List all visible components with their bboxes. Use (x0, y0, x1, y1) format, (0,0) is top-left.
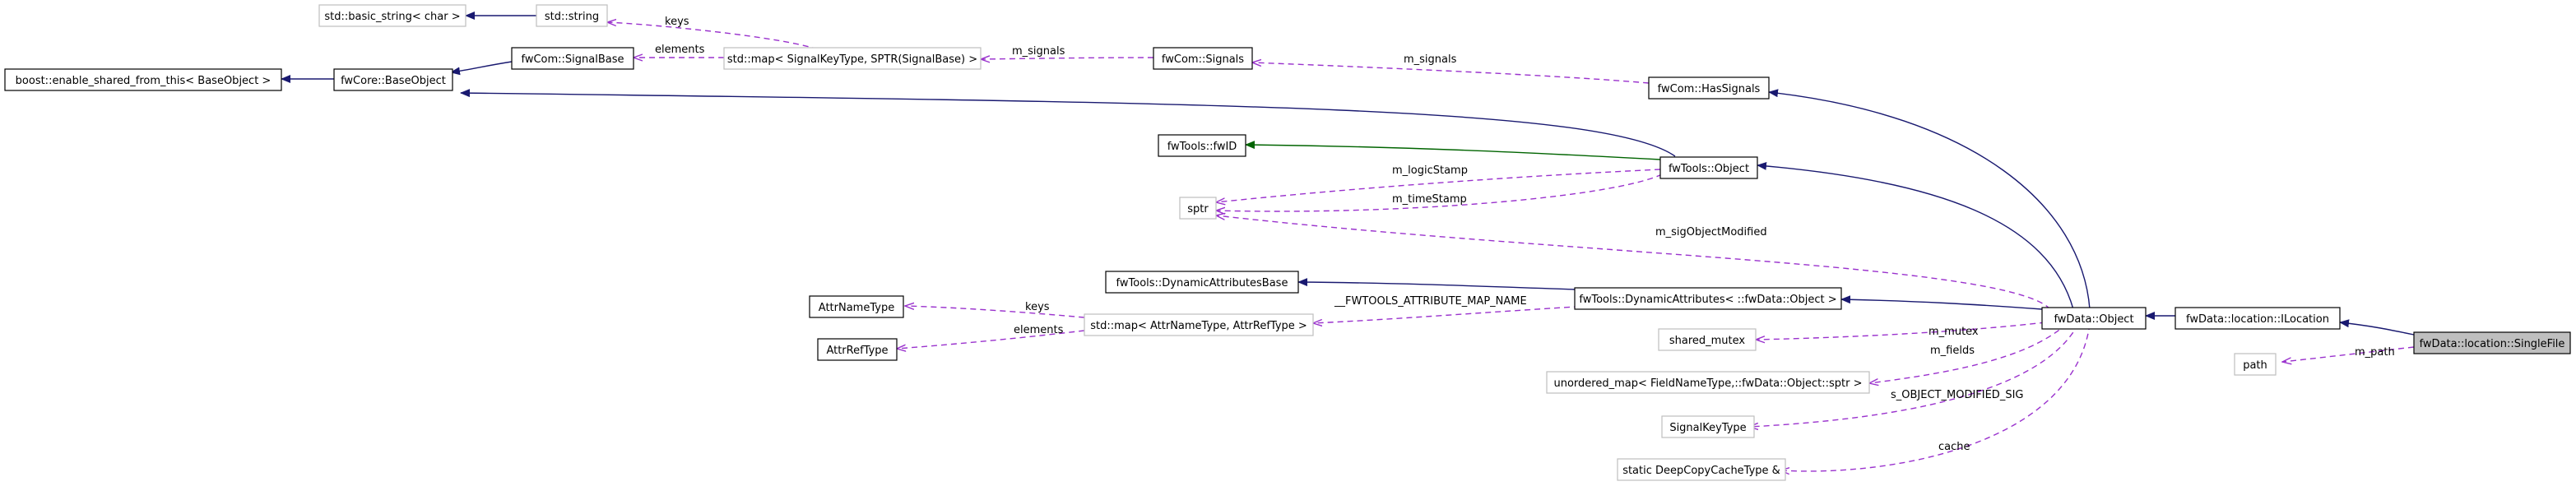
node-signals-label: fwCom::Signals (1162, 53, 1244, 66)
edges (281, 12, 2415, 471)
node-attr-name-type-label: AttrNameType (819, 302, 894, 314)
edge-label-elements-bottom: elements (1014, 324, 1064, 336)
edge-dataobject-to-hassignals (1768, 89, 2091, 310)
edge-label-m-path: m_path (2355, 346, 2395, 359)
node-base-object[interactable]: fwCore::BaseObject (333, 68, 453, 91)
edge-label-s-object-modified-sig: s_OBJECT_MODIFIED_SIG (1891, 389, 2023, 401)
edge-signalbase-to-baseobject (450, 61, 513, 76)
edge-label-m-logicstamp: m_logicStamp (1392, 164, 1468, 177)
edge-label-keys-bottom: keys (1025, 301, 1050, 313)
node-signal-key-type[interactable]: SignalKeyType (1661, 415, 1755, 438)
edge-label-m-signals-1: m_signals (1012, 45, 1065, 58)
edge-dataobject-sigobjectmodified-to-sptr (1216, 215, 2051, 310)
node-data-object-label: fwData::Object (2054, 313, 2133, 326)
node-unordered-map-label: unordered_map< FieldNameType,::fwData::O… (1554, 377, 1863, 390)
node-fwid[interactable]: fwTools::fwID (1158, 134, 1246, 157)
node-tools-object[interactable]: fwTools::Object (1659, 156, 1758, 179)
node-dyn-base-label: fwTools::DynamicAttributesBase (1116, 277, 1288, 289)
edge-label-m-mutex: m_mutex (1929, 326, 1979, 338)
edge-attrmap-keys-to-attrnametype (905, 306, 1085, 318)
edge-toolsobject-timestamp-to-sptr (1216, 174, 1663, 211)
edge-attrmap-elements-to-attrreftype (897, 330, 1085, 349)
node-path[interactable]: path (2234, 353, 2277, 376)
edge-dataobject-mutex-to-sharedmutex (1756, 322, 2046, 340)
node-signal-key-type-label: SignalKeyType (1669, 422, 1746, 434)
node-signal-base[interactable]: fwCom::SignalBase (511, 47, 634, 70)
edge-toolsobject-logicstamp-to-sptr (1216, 169, 1661, 202)
edge-label-m-sigobjectmodified: m_sigObjectModified (1655, 226, 1767, 238)
node-deep-copy-cache[interactable]: static DeepCopyCacheType & (1617, 458, 1786, 481)
node-enable-shared[interactable]: boost::enable_shared_from_this< BaseObje… (4, 68, 282, 91)
node-enable-shared-label: boost::enable_shared_from_this< BaseObje… (16, 75, 272, 87)
node-signal-map-label: std::map< SignalKeyType, SPTR(SignalBase… (727, 53, 977, 66)
node-signal-base-label: fwCom::SignalBase (521, 53, 624, 66)
node-dyn-attrs-label: fwTools::DynamicAttributes< ::fwData::Ob… (1579, 294, 1836, 306)
node-deep-copy-cache-label: static DeepCopyCacheType & (1622, 465, 1780, 477)
node-tools-object-label: fwTools::Object (1669, 163, 1749, 175)
edge-singlefile-path-to-path (2282, 346, 2415, 362)
node-basic-string[interactable]: std::basic_string< char > (318, 4, 466, 27)
edge-label-cache: cache (1938, 441, 1970, 453)
edge-dataobject-fields-to-unorderedmap (1869, 323, 2068, 383)
node-signal-map[interactable]: std::map< SignalKeyType, SPTR(SignalBase… (723, 47, 982, 70)
edge-dataobject-to-dyn-attrs (1840, 295, 2043, 310)
edge-label-fwtools-attr-map: __FWTOOLS_ATTRIBUTE_MAP_NAME (1334, 295, 1527, 308)
node-std-string[interactable]: std::string (536, 4, 608, 27)
edge-dynattrs-to-attrmap (1313, 305, 1590, 323)
node-data-object[interactable]: fwData::Object (2041, 307, 2147, 330)
node-fwid-label: fwTools::fwID (1167, 141, 1237, 153)
edge-dataobject-cache-to-deepcopy (1780, 323, 2091, 471)
node-attr-ref-type[interactable]: AttrRefType (817, 338, 898, 361)
edge-toolsobject-to-baseobject (460, 89, 1676, 157)
edge-labels: keys elements m_signals m_signals m_logi… (655, 16, 2395, 453)
edge-dataobject-sig-to-signalkeytype (1749, 323, 2079, 427)
node-attr-name-type[interactable]: AttrNameType (809, 295, 904, 318)
node-basic-string-label: std::basic_string< char > (324, 11, 460, 23)
node-sptr-label: sptr (1187, 203, 1209, 215)
edge-label-m-timestamp: m_timeStamp (1392, 193, 1467, 206)
node-signals[interactable]: fwCom::Signals (1153, 47, 1253, 70)
node-attr-map[interactable]: std::map< AttrNameType, AttrRefType > (1084, 313, 1314, 336)
node-shared-mutex-label: shared_mutex (1669, 335, 1746, 347)
node-dyn-base[interactable]: fwTools::DynamicAttributesBase (1105, 271, 1299, 294)
edge-label-elements-top: elements (655, 44, 705, 56)
edge-signalmap-keys-to-string (607, 22, 819, 50)
nodes: std::basic_string< char > std::string bo… (4, 4, 2571, 481)
edge-label-keys-top: keys (665, 16, 689, 28)
node-has-signals[interactable]: fwCom::HasSignals (1648, 76, 1770, 100)
node-single-file[interactable]: fwData::location::SingleFile (2413, 331, 2571, 354)
node-ilocation-label: fwData::location::ILocation (2186, 313, 2329, 326)
node-has-signals-label: fwCom::HasSignals (1658, 83, 1761, 95)
node-attr-ref-type-label: AttrRefType (826, 345, 888, 357)
node-std-string-label: std::string (545, 11, 599, 23)
edge-dyn-attrs-to-dyn-base (1297, 278, 1576, 290)
edge-hassignals-to-signals (1252, 62, 1650, 84)
edge-label-m-fields: m_fields (1930, 345, 1975, 357)
node-path-label: path (2243, 359, 2267, 372)
edge-dataobject-to-toolsobject (1757, 161, 2074, 310)
edge-toolsobject-to-fwid (1245, 141, 1661, 160)
edge-signals-to-signalmap (981, 58, 1154, 59)
node-sptr[interactable]: sptr (1179, 197, 1217, 220)
node-base-object-label: fwCore::BaseObject (341, 75, 446, 87)
node-single-file-label: fwData::location::SingleFile (2420, 338, 2565, 350)
node-ilocation[interactable]: fwData::location::ILocation (2175, 307, 2341, 330)
edge-label-m-signals-2: m_signals (1404, 53, 1457, 66)
node-shared-mutex[interactable]: shared_mutex (1658, 328, 1757, 351)
node-attr-map-label: std::map< AttrNameType, AttrRefType > (1090, 320, 1307, 332)
node-unordered-map[interactable]: unordered_map< FieldNameType,::fwData::O… (1546, 371, 1870, 394)
edge-singlefile-to-ilocation (2339, 319, 2415, 336)
node-dyn-attrs[interactable]: fwTools::DynamicAttributes< ::fwData::Ob… (1574, 287, 1842, 310)
